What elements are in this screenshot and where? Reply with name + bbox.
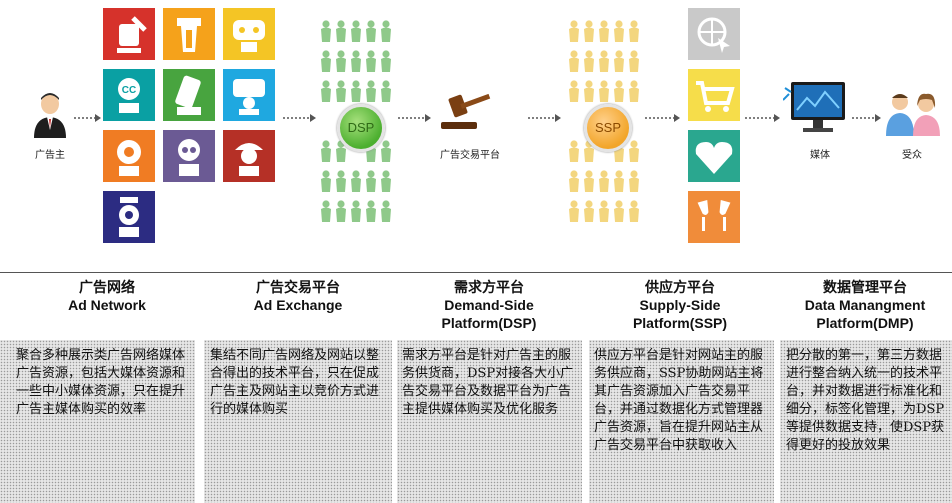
table-top-rule [0, 272, 952, 273]
media-tile [688, 8, 740, 60]
column-background [397, 340, 582, 503]
advertiser-figure [30, 90, 70, 140]
column-title-en: Ad Network [68, 297, 146, 313]
ssp-badge-label: SSP [594, 120, 621, 135]
column-title-en: Ad Exchange [253, 297, 343, 313]
advertiser-label: 广告主 [35, 150, 65, 161]
column-title-cn: 需求方平台 [454, 279, 524, 295]
column-header-dmp: 数据管理平台 Data Manangment Platform(DMP) [770, 278, 952, 332]
column-title-en: Platform(SSP) [632, 315, 728, 331]
column-header-dsp: 需求方平台 Demand-Side Platform(DSP) [394, 278, 584, 332]
handshake-heart-icon [688, 130, 740, 182]
column-header-ad-exchange: 广告交易平台 Ad Exchange [203, 278, 393, 314]
wine-glasses-icon [688, 191, 740, 243]
media-tile [688, 69, 740, 121]
network-tile [103, 191, 155, 243]
flow-arrow [745, 114, 780, 122]
column-background [780, 340, 952, 503]
column-description: 集结不同广告网络及网站以整合得出的技术平台，只在促成广告主及网站主以竞价方式进行… [210, 348, 380, 417]
webcam-icon [103, 191, 155, 243]
audience-label: 受众 [902, 150, 922, 161]
businessman-icon [34, 93, 66, 138]
network-tile: CC [103, 69, 155, 121]
flow-arrow [283, 114, 316, 122]
media-label: 媒体 [810, 150, 830, 161]
column-title-cn: 广告网络 [79, 279, 135, 295]
network-tile [103, 8, 155, 60]
column-description: 聚合多种展示类广告网络媒体广告资源，包括大媒体资源和一些中小媒体资源，只在提升广… [16, 348, 186, 417]
column-title-en: Supply-Side [639, 297, 721, 313]
network-tile [223, 69, 275, 121]
network-tile [163, 130, 215, 182]
monitor-icon [782, 82, 845, 132]
gavel-icon [441, 93, 491, 129]
dsp-badge [337, 104, 385, 152]
grandma-icon [163, 130, 215, 182]
audience-figure [880, 90, 946, 138]
media-tile [688, 191, 740, 243]
camera-icon [103, 130, 155, 182]
column-title-cn: 供应方平台 [645, 279, 715, 295]
column-title-en: Platform(DSP) [441, 315, 537, 331]
network-tile [223, 130, 275, 182]
column-background [0, 340, 195, 503]
bottle-icon [163, 8, 215, 60]
ssp-badge [584, 104, 632, 152]
column-title-cn: 数据管理平台 [823, 279, 907, 295]
column-title-cn: 广告交易平台 [256, 279, 340, 295]
flow-arrow [398, 114, 431, 122]
shopping-cart-icon [688, 69, 740, 121]
cc-icon: CC [103, 69, 155, 121]
ad-exchange-label: 广告交易平台 [440, 150, 500, 161]
column-header-ad-network: 广告网络 Ad Network [12, 278, 202, 314]
network-tile [223, 8, 275, 60]
ad-exchange-figure [437, 92, 497, 134]
column-description: 把分散的第一，第三方数据进行整合纳入统一的技术平台，并对数据进行标准化和细分，标… [786, 348, 945, 453]
column-title-en: Demand-Side [444, 297, 534, 313]
network-tile [163, 69, 215, 121]
svg-text:CC: CC [122, 85, 136, 96]
couple-icon [886, 93, 940, 136]
phone-icon [163, 69, 215, 121]
dsp-badge-label: DSP [347, 120, 375, 135]
media-figure [782, 80, 849, 140]
column-title-en: Platform(DMP) [816, 315, 914, 331]
flow-arrow [74, 114, 101, 122]
column-background [204, 340, 392, 503]
network-tile [163, 8, 215, 60]
media-tile [688, 130, 740, 182]
flow-arrow [645, 114, 680, 122]
column-description: 供应方平台是针对网站主的服务供应商，SSP协助网站主将其广告资源加入广告交易平台… [594, 348, 764, 453]
column-background [589, 340, 774, 503]
globe-cursor-icon [688, 8, 740, 60]
chat-icon [223, 69, 275, 121]
column-header-ssp: 供应方平台 Supply-Side Platform(SSP) [585, 278, 775, 332]
cup-icon [103, 8, 155, 60]
gamepad-icon [223, 8, 275, 60]
cap-icon [223, 130, 275, 182]
network-tile [103, 130, 155, 182]
column-title-en: Data Manangment [804, 297, 926, 313]
flow-arrow [528, 114, 561, 122]
column-description: 需求方平台是针对广告主的服务供货商，DSP对接各大小广告交易平台及数据平台为广告… [402, 348, 574, 417]
flow-arrow [852, 114, 881, 122]
